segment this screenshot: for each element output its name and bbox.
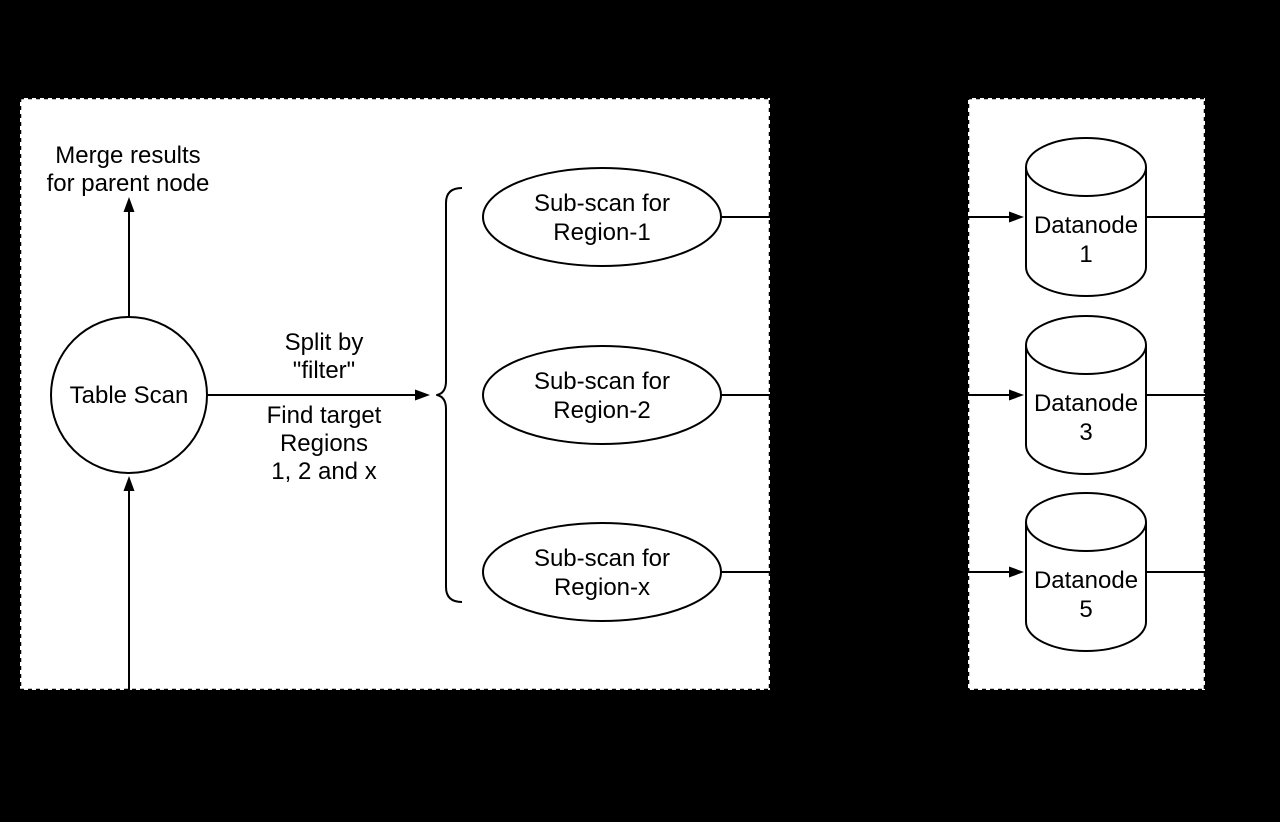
input-arrow — [123, 476, 135, 690]
sub-scan-label-line2: Region-x — [554, 574, 650, 601]
split-label-line2: "filter" — [293, 357, 355, 384]
merge-arrow — [123, 197, 135, 317]
datanode-cylinder — [1025, 137, 1147, 297]
find-label-line3: 1, 2 and x — [271, 458, 376, 485]
sub-scan-node: Sub-scan for Region-x — [482, 522, 770, 622]
sub-scan-node: Sub-scan for Region-1 — [482, 167, 770, 267]
datanode-label-line2: 5 — [1079, 596, 1092, 623]
table-scan-label: Table Scan — [70, 382, 189, 409]
datanode-node: Datanode 1 — [968, 137, 1205, 297]
split-brace — [436, 187, 463, 603]
sub-scan-label-line2: Region-2 — [553, 397, 650, 424]
datanode-label-line1: Datanode — [1034, 390, 1138, 417]
datanode-input-arrow — [968, 566, 1024, 578]
merge-label-line2: for parent node — [47, 170, 210, 197]
sub-scan-label-line1: Sub-scan for — [534, 545, 670, 572]
datanode-cylinder — [1025, 315, 1147, 475]
datanode-cylinder-lid — [1025, 521, 1147, 552]
datanode-cylinder-lid — [1025, 344, 1147, 375]
datanode-label-line1: Datanode — [1034, 567, 1138, 594]
sub-scan-label-line2: Region-1 — [553, 219, 650, 246]
sub-scan-label-line1: Sub-scan for — [534, 368, 670, 395]
datanode-label-line1: Datanode — [1034, 212, 1138, 239]
datanode-node: Datanode 5 — [968, 492, 1205, 652]
datanode-label-line2: 3 — [1079, 419, 1092, 446]
sub-scan-node: Sub-scan for Region-2 — [482, 345, 770, 445]
find-label-line1: Find target — [267, 402, 382, 429]
sub-scan-label-line1: Sub-scan for — [534, 190, 670, 217]
merge-label-line1: Merge results — [55, 142, 200, 169]
datanode-cylinder — [1025, 492, 1147, 652]
find-label-line2: Regions — [280, 430, 368, 457]
datanode-label-line2: 1 — [1079, 241, 1092, 268]
split-arrow — [207, 389, 430, 401]
datanode-cylinder-lid — [1025, 166, 1147, 197]
datanode-input-arrow — [968, 211, 1024, 223]
datanode-input-arrow — [968, 389, 1024, 401]
datanode-node: Datanode 3 — [968, 315, 1205, 475]
split-label-line1: Split by — [285, 329, 364, 356]
